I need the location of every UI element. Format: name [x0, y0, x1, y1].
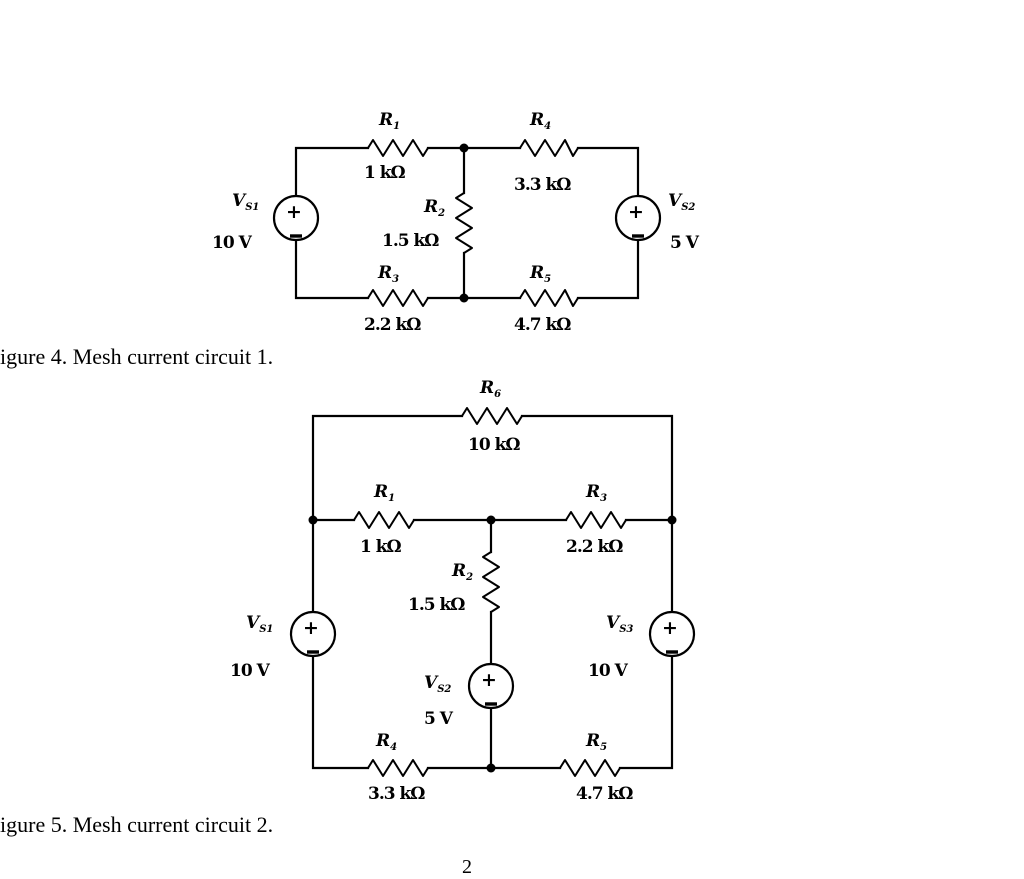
fig4-r3-label: R3: [377, 263, 399, 285]
fig5-r4-value: 3.3 kΩ: [368, 784, 425, 804]
figure-4-circuit: + + R1 1 kΩ R4 3.3 kΩ R2 1.5 kΩ R3 2.2 k…: [212, 110, 701, 335]
fig5-node-left: [308, 515, 318, 525]
fig5-vs1-value: 10 V: [230, 661, 271, 681]
fig5-node-center: [486, 515, 496, 525]
fig5-r3-label: R3: [585, 482, 607, 504]
fig5-wire-left-lower: [311, 654, 370, 770]
fig5-r4-resistor: [367, 759, 429, 777]
fig5-r5-resistor: [559, 759, 621, 777]
fig5-node-right: [667, 515, 677, 525]
fig5-r1-label: R1: [373, 482, 395, 504]
fig4-r3-value: 2.2 kΩ: [364, 315, 421, 335]
figure-4-caption: igure 4. Mesh current circuit 1.: [0, 344, 274, 369]
fig5-r1-value: 1 kΩ: [360, 537, 402, 557]
fig4-r2-value: 1.5 kΩ: [382, 231, 439, 251]
fig4-vs2-source: +: [614, 194, 662, 242]
figure-5-caption: igure 5. Mesh current circuit 2.: [0, 812, 274, 837]
fig4-r5-resistor: [519, 289, 579, 307]
fig5-r6-label: R6: [479, 378, 501, 400]
fig4-wire-bottom-left: [294, 238, 370, 300]
fig4-vs1-source: +: [272, 194, 320, 242]
fig5-vs2-source: +: [467, 662, 515, 710]
fig5-vs1-source: +: [289, 610, 337, 658]
fig5-r1-resistor: [353, 511, 415, 529]
fig5-r6-value: 10 kΩ: [468, 435, 520, 455]
fig4-r3-resistor: [367, 289, 429, 307]
fig5-r2-label: R2: [451, 561, 473, 583]
fig4-vs2-value: 5 V: [670, 233, 700, 253]
fig5-vs3-plus: +: [662, 617, 678, 639]
fig5-vs2-plus: +: [481, 669, 497, 691]
fig5-r5-value: 4.7 kΩ: [576, 784, 633, 804]
fig4-vs1-value: 10 V: [212, 233, 253, 253]
fig5-r2-resistor: [482, 551, 500, 613]
fig5-r6-resistor: [461, 407, 523, 425]
fig5-vs3-source: +: [648, 610, 696, 658]
fig5-node-bottom: [486, 763, 496, 773]
fig4-r2-label: R2: [423, 197, 445, 219]
fig4-vs1-label: VS1: [232, 191, 259, 213]
fig4-vs2-label: VS2: [668, 191, 695, 213]
fig4-r1-resistor: [367, 139, 429, 157]
fig5-wire-top-left: [311, 414, 464, 522]
figure-5-circuit: + + + R6 10 kΩ R1 1 kΩ R3 2.2 kΩ R2 1.5 …: [230, 378, 696, 804]
fig4-node-bottom: [459, 293, 469, 303]
fig5-r4-label: R4: [375, 731, 397, 753]
fig4-vs2-plus: +: [628, 201, 644, 223]
fig4-vs1-plus: +: [286, 201, 302, 223]
fig5-wire-top-right: [520, 414, 674, 522]
fig5-vs3-value: 10 V: [588, 661, 629, 681]
fig4-r1-value: 1 kΩ: [364, 163, 406, 183]
fig4-r1-label: R1: [378, 110, 400, 132]
fig5-r2-value: 1.5 kΩ: [408, 595, 465, 615]
fig5-vs1-plus: +: [303, 617, 319, 639]
fig5-vs2-value: 5 V: [424, 709, 454, 729]
fig5-r3-resistor: [565, 511, 627, 529]
fig4-wire-top-left: [294, 146, 370, 197]
fig4-node-top: [459, 143, 469, 153]
fig4-r4-value: 3.3 kΩ: [514, 175, 571, 195]
fig4-r5-label: R5: [529, 263, 551, 285]
fig4-r5-value: 4.7 kΩ: [514, 315, 571, 335]
fig5-wire-right-lower: [618, 654, 674, 770]
fig4-r2-resistor: [455, 192, 473, 254]
fig4-r4-resistor: [519, 139, 579, 157]
fig5-r5-label: R5: [585, 731, 607, 753]
fig5-vs1-label: VS1: [246, 613, 273, 635]
fig5-r3-value: 2.2 kΩ: [566, 537, 623, 557]
page-number: 2: [462, 856, 472, 878]
fig4-wire-bottom-right: [576, 238, 640, 300]
fig5-vs3-label: VS3: [606, 613, 633, 635]
fig4-wire-top-right: [576, 146, 640, 197]
fig5-vs2-label: VS2: [424, 673, 451, 695]
fig4-r4-label: R4: [529, 110, 551, 132]
